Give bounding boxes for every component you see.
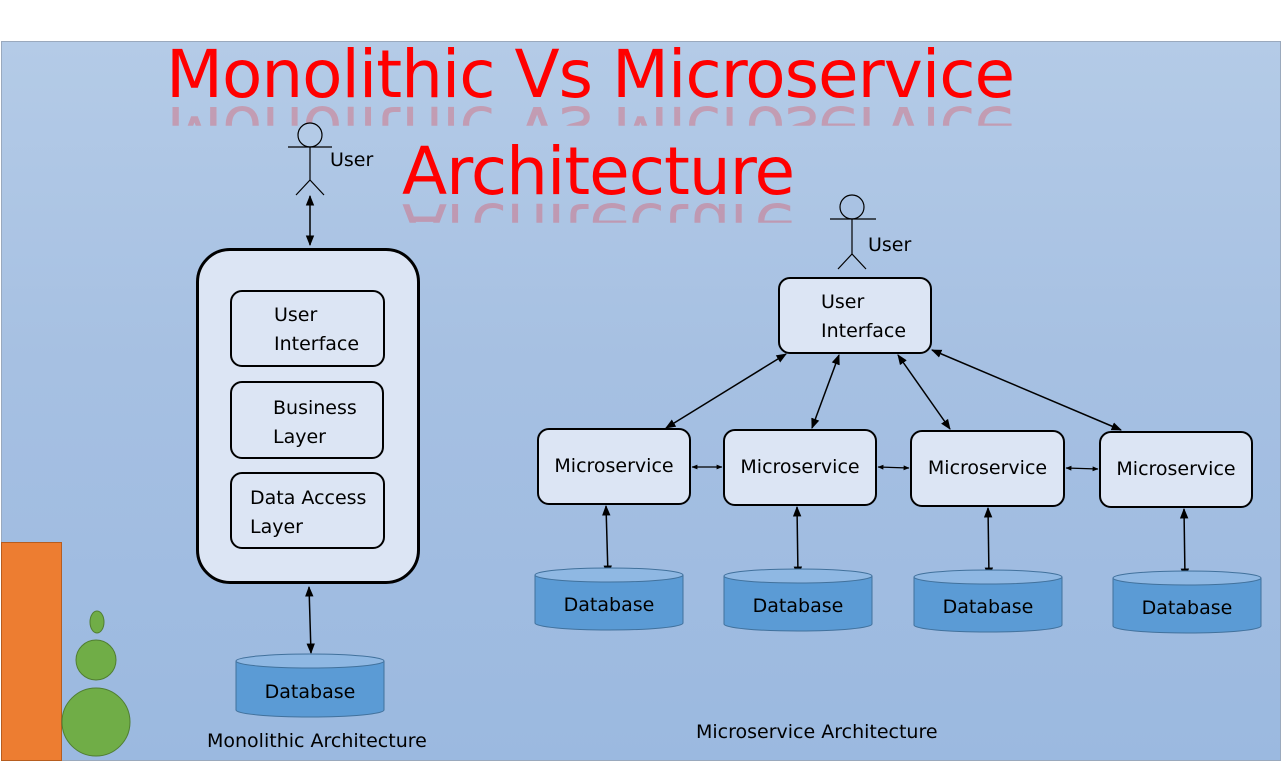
micro-user-interface-box: User Interface bbox=[778, 277, 932, 354]
micro-database-cylinder-2 bbox=[723, 568, 873, 632]
micro-database-cylinder-3 bbox=[913, 569, 1063, 633]
arrow-ms4-db4 bbox=[1179, 507, 1190, 580]
mono-user-actor-icon bbox=[288, 122, 332, 196]
orange-block bbox=[1, 542, 62, 761]
mono-layer-business: Business Layer bbox=[230, 381, 384, 459]
micro-database-label-4: Database bbox=[1141, 597, 1233, 619]
arrow-ms3-db3 bbox=[983, 506, 994, 579]
micro-database-label-2: Database bbox=[752, 595, 844, 617]
monolithic-caption: Monolithic Architecture bbox=[207, 730, 427, 752]
green-stacked-shape bbox=[61, 610, 131, 757]
micro-database-label-3: Database bbox=[942, 596, 1034, 618]
micro-user-label: User bbox=[868, 234, 912, 256]
arrow-ui-to-ms-3 bbox=[897, 354, 951, 430]
mono-database-cylinder bbox=[235, 653, 385, 718]
microservice-box-1: Microservice bbox=[537, 428, 691, 505]
arrow-ui-to-ms-4 bbox=[931, 349, 1122, 431]
micro-database-label-1: Database bbox=[563, 594, 655, 616]
arrow-ui-to-ms-2 bbox=[811, 354, 840, 429]
arrow-ui-to-ms-1 bbox=[665, 353, 787, 429]
microservice-box-4: Microservice bbox=[1099, 431, 1253, 508]
microservice-box-2: Microservice bbox=[723, 429, 877, 506]
arrow-ms1-db1 bbox=[602, 504, 612, 577]
microservice-caption: Microservice Architecture bbox=[696, 721, 938, 743]
title-line-2: Architecture bbox=[402, 133, 795, 210]
arrow-ms2-ms3 bbox=[877, 464, 910, 471]
microservice-box-3: Microservice bbox=[910, 430, 1065, 507]
micro-database-cylinder-4 bbox=[1112, 570, 1262, 634]
micro-database-cylinder-1 bbox=[534, 567, 684, 631]
mono-layer-user-interface: User Interface bbox=[230, 290, 385, 367]
arrow-ms2-db2 bbox=[792, 505, 803, 578]
arrow-ms3-ms4 bbox=[1065, 465, 1099, 472]
mono-database-label: Database bbox=[264, 681, 356, 703]
micro-user-actor-icon bbox=[830, 194, 876, 270]
arrow-monolith-to-database bbox=[305, 585, 315, 655]
mono-user-label: User bbox=[330, 149, 374, 171]
title-line-1: Monolithic Vs Microservice bbox=[166, 36, 1015, 113]
mono-layer-data-access: Data Access Layer bbox=[230, 472, 385, 549]
